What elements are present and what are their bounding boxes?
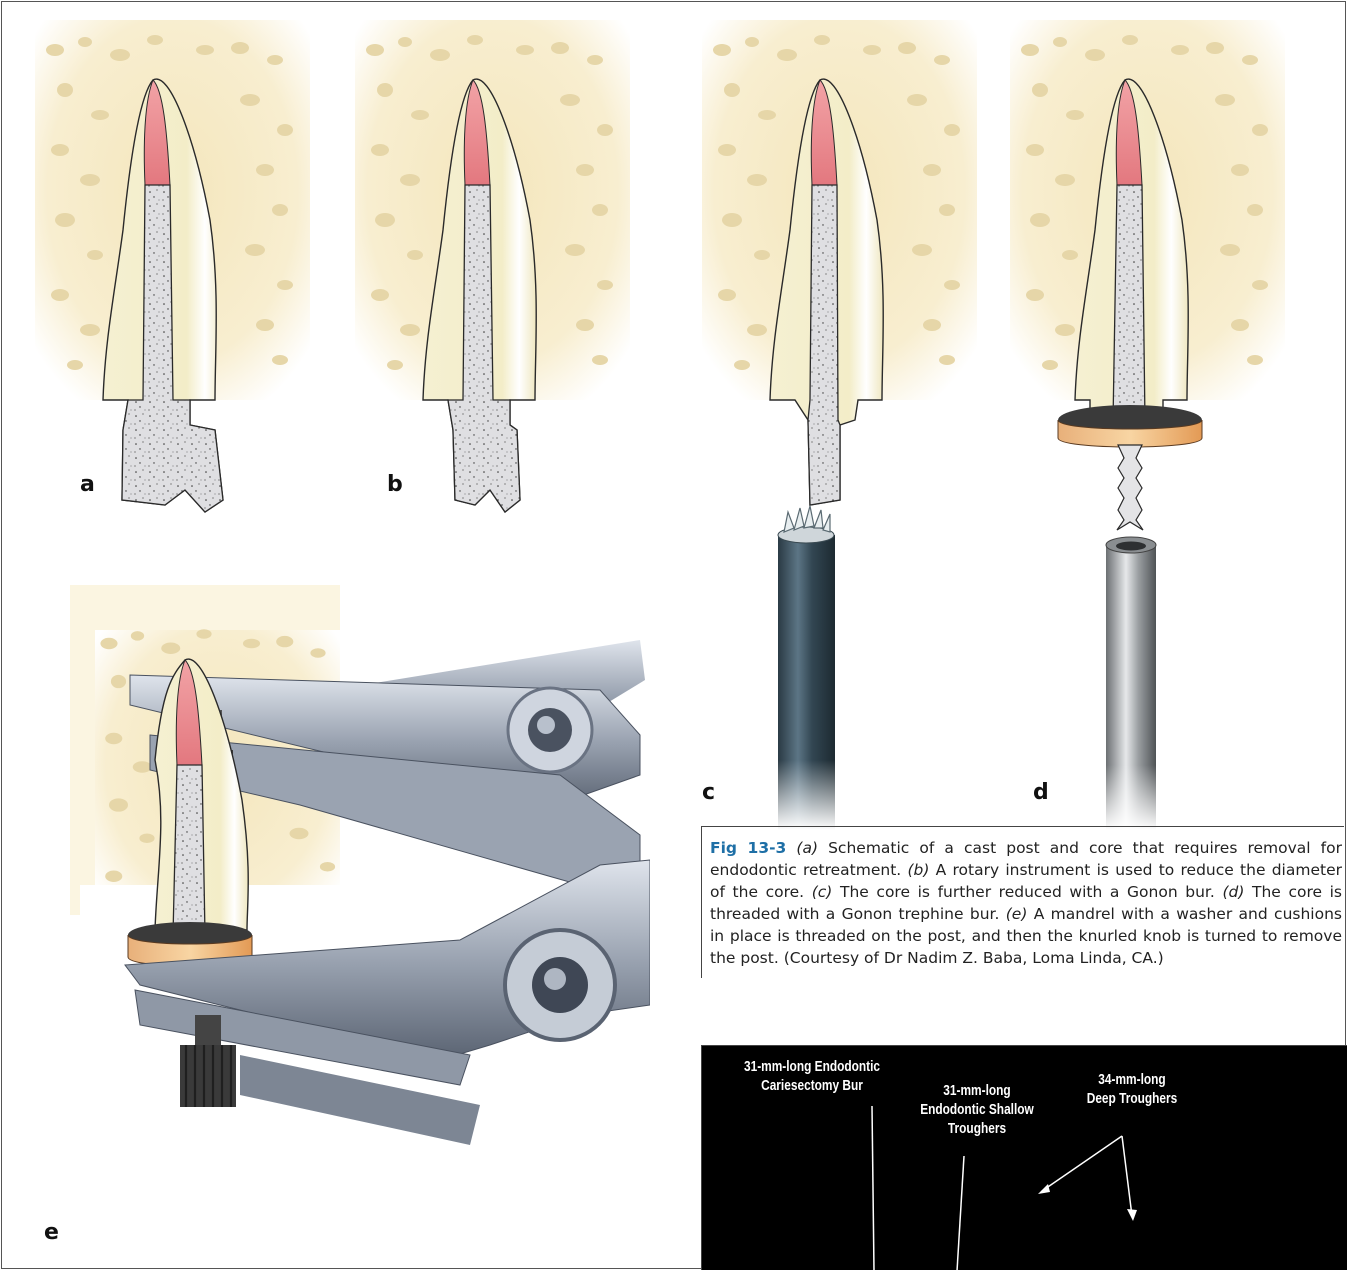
caption-part-label-b: (b) — [907, 861, 929, 879]
figure-caption-box: Fig 13-3 (a) Schematic of a cast post an… — [701, 826, 1344, 978]
bur-photo: 31-mm-long Endodontic Cariesectomy Bur 3… — [701, 1045, 1347, 1270]
caption-part-label-a: (a) — [796, 839, 818, 857]
caption-part-label-d: (d) — [1222, 883, 1244, 901]
pointer-line-cariesectomy — [872, 1106, 874, 1271]
pointer-arrow-deep-1 — [1038, 1184, 1050, 1194]
post-removal-diagram-b — [355, 20, 630, 520]
panel-label-d: d — [1033, 780, 1049, 805]
caption-credit: (Courtesy of Dr Nadim Z. Baba, Loma Lind… — [784, 949, 1164, 967]
panel-e: e — [40, 585, 650, 1245]
panel-label-a: a — [80, 472, 95, 497]
panel-label-b: b — [387, 472, 403, 497]
panel-d: d — [1005, 20, 1305, 835]
post-removal-diagram-e — [40, 585, 650, 1245]
post-removal-diagram-d — [1005, 20, 1305, 835]
panel-a: a — [35, 20, 310, 520]
figure-number: Fig 13-3 — [710, 839, 786, 857]
pointer-line-shallow — [957, 1156, 964, 1271]
pointer-line-deep-2 — [1122, 1136, 1132, 1216]
panel-label-c: c — [702, 780, 715, 805]
post-removal-diagram-c — [690, 20, 990, 835]
panel-label-e: e — [44, 1220, 59, 1245]
caption-part-label-c: (c) — [812, 883, 833, 901]
figure-caption: Fig 13-3 (a) Schematic of a cast post an… — [710, 837, 1344, 969]
bur-photo-pointers — [702, 1046, 1348, 1271]
caption-part-label-e: (e) — [1006, 905, 1028, 923]
post-removal-diagram-a — [35, 20, 310, 520]
pointer-line-deep-1 — [1042, 1136, 1122, 1191]
panel-c: c — [690, 20, 990, 835]
pointer-arrow-deep-2 — [1127, 1209, 1137, 1221]
panel-b: b — [355, 20, 630, 520]
caption-part-text-c: The core is further reduced with a Gonon… — [840, 883, 1215, 901]
